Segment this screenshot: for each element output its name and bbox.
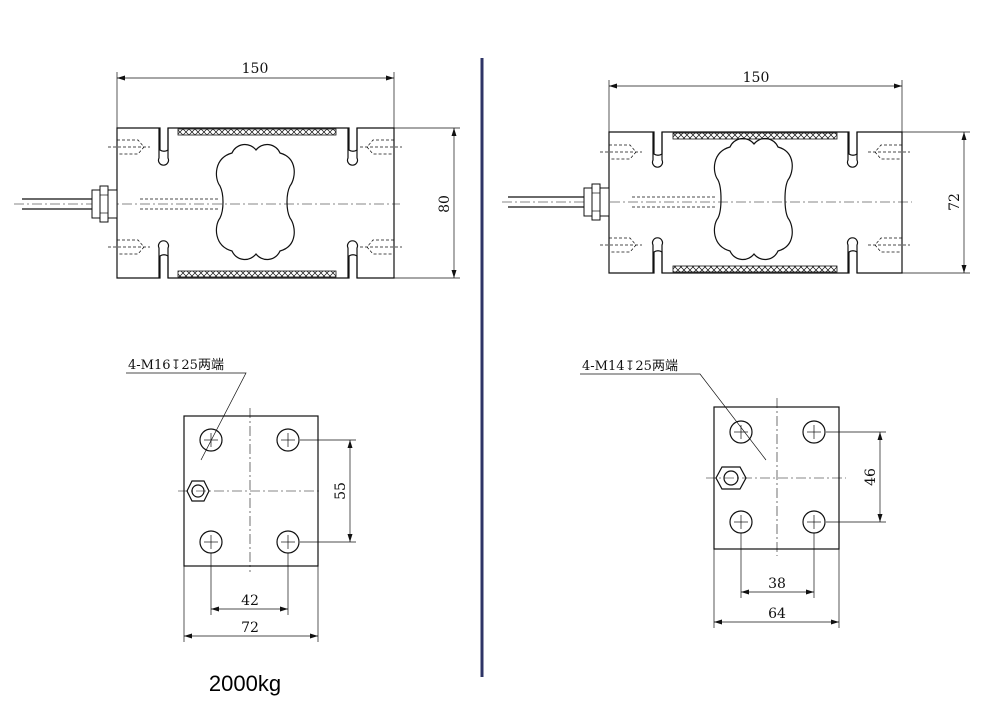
left-top-view: 150: [14, 61, 460, 279]
right-end-view: 4-M14↧25两端 46 38 64: [580, 359, 886, 628]
right-top-view: 150 72: [502, 70, 970, 274]
left-width-label: 150: [242, 61, 269, 77]
left-height-label: 80: [437, 195, 453, 213]
left-end-view: 4-M16↧25两端 55 42 72: [126, 358, 356, 642]
capacity-label: 2000kg: [209, 671, 281, 696]
right-mount-holes: [729, 420, 826, 534]
right-hole-spacing-h: 38: [768, 576, 786, 592]
right-base-width: 64: [768, 606, 786, 622]
right-width-label: 150: [743, 70, 770, 86]
cable-gland-nut: [186, 480, 210, 502]
right-thread-note: 4-M14↧25两端: [582, 359, 678, 374]
left-base-width: 72: [241, 620, 259, 636]
left-thread-note: 4-M16↧25两端: [128, 358, 224, 373]
left-hole-spacing-h: 42: [241, 593, 259, 609]
cable-gland-nut: [715, 466, 747, 490]
left-hole-spacing-v: 55: [333, 482, 349, 500]
right-height-label: 72: [947, 193, 963, 211]
right-hole-spacing-v: 46: [863, 468, 879, 486]
